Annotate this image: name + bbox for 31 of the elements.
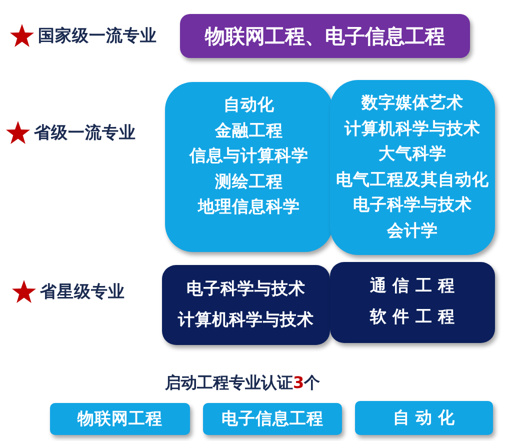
major-name: 计算机科学与技术 <box>178 309 314 331</box>
major-box <box>330 262 495 343</box>
category-label: 省星级专业 <box>40 281 125 303</box>
major-box <box>50 403 190 435</box>
major-name: 电子科学与技术 <box>186 278 306 300</box>
major-name: 自动化 <box>224 94 274 116</box>
major-name: 物联网工程、电子信息工程 <box>205 23 445 50</box>
major-box <box>203 403 342 435</box>
major-name: 电子信息工程 <box>222 408 324 430</box>
major-name: 测绘工程 <box>215 170 283 192</box>
major-name: 数字媒体艺术 <box>362 92 464 114</box>
major-name: 金融工程 <box>215 120 283 142</box>
major-name: 电气工程及其自动化 <box>336 168 489 190</box>
category-label: 国家级一流专业 <box>38 25 157 47</box>
major-name: 电子科学与技术 <box>353 194 472 216</box>
major-name: 会计学 <box>387 220 438 242</box>
major-name: 大气科学 <box>378 143 446 165</box>
major-name: 物联网工程 <box>78 408 162 430</box>
major-name: 软 件 工 程 <box>370 306 456 328</box>
major-box <box>330 80 495 255</box>
major-box <box>162 265 330 345</box>
major-name: 通 信 工 程 <box>370 275 456 297</box>
major-name: 自 动 化 <box>392 407 456 429</box>
major-name: 地理信息科学 <box>198 196 300 218</box>
major-box <box>355 401 493 435</box>
category-label: 省级一流专业 <box>34 122 136 144</box>
section-heading: 启动工程专业认证3个 <box>165 372 320 394</box>
major-box <box>180 14 470 58</box>
major-name: 信息与计算科学 <box>190 145 308 167</box>
major-name: 计算机科学与技术 <box>344 118 480 140</box>
major-box <box>165 82 333 252</box>
